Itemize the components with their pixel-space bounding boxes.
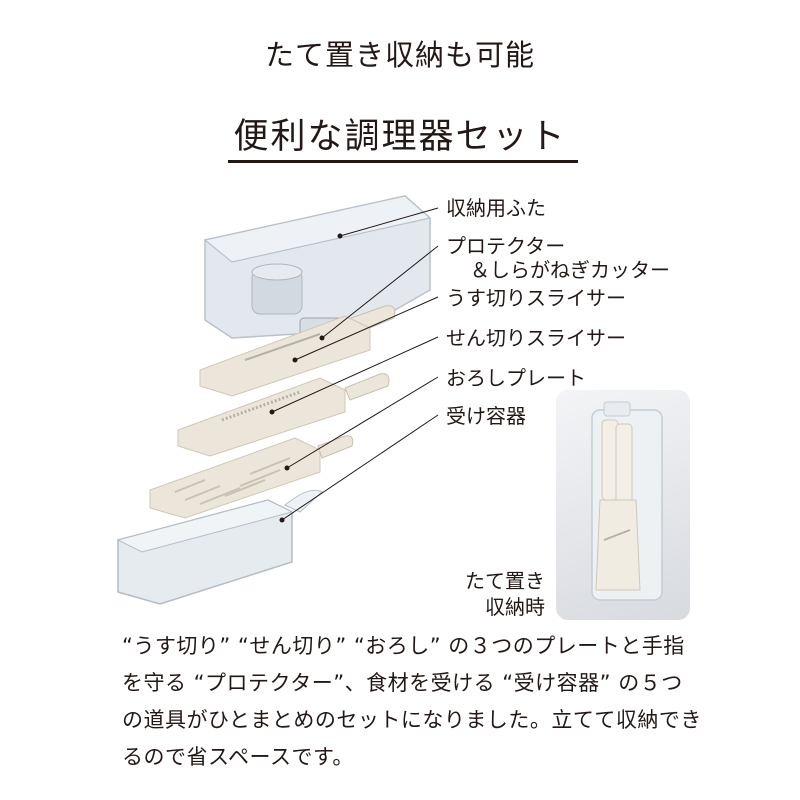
inset-photo [556,390,690,620]
callout-lid: 収納用ふた [446,196,546,220]
inset-label-line1: たて置き [465,569,545,593]
grater-shape [149,435,354,519]
container-shape [116,489,323,605]
inset-label-line2: 収納時 [485,595,545,619]
thin-slicer-shape [199,315,371,397]
inset-label: たて置き 収納時 [455,568,545,620]
description-paragraph: “うす切り” “せん切り” “おろし” の３つのプレートと手指を守る “プロテク… [122,634,702,769]
leader-lines [269,207,439,523]
product-illustration [116,195,439,605]
callout-grater: おろしプレート [446,366,586,390]
top-caption: たて置き収納も可能 [264,38,535,72]
vertical-storage-image [591,401,663,601]
page-title: 便利な調理器セット [233,117,567,157]
callout-protector-sub: ＆しらがねぎカッター [470,258,670,282]
callout-protector: プロテクター [446,234,566,258]
storage-lid-shape [203,195,432,339]
callout-julienne-slicer: せん切りスライサー [446,326,626,350]
callout-container: 受け容器 [446,404,526,428]
callout-thin-slicer: うす切りスライサー [446,286,626,310]
title-underline [228,160,578,163]
